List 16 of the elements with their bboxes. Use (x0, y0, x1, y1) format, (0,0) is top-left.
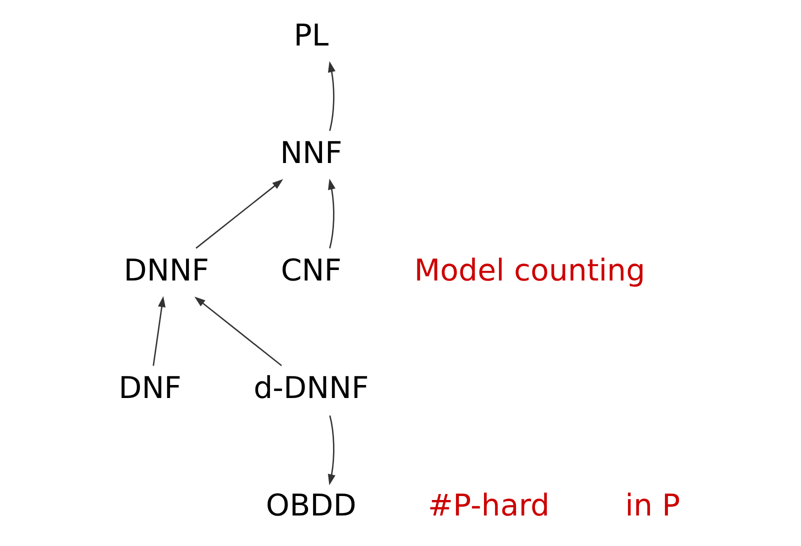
arrow (152, 296, 166, 366)
node-text: NNF (280, 136, 342, 172)
node-text: d-DNNF (253, 371, 368, 406)
node-text: DNF (118, 371, 181, 406)
node-text: CNF (280, 254, 342, 289)
node-text: DNNF (123, 254, 209, 289)
arrow (195, 179, 283, 249)
label: in P (624, 488, 680, 524)
label: #P-hard (427, 488, 550, 524)
arrow (327, 415, 335, 486)
node-text: OBDD (265, 488, 356, 524)
label: Model counting (414, 254, 645, 289)
arrow (327, 61, 335, 131)
node-text: PL (293, 18, 328, 54)
arrow (327, 178, 335, 248)
arrow (194, 296, 282, 366)
